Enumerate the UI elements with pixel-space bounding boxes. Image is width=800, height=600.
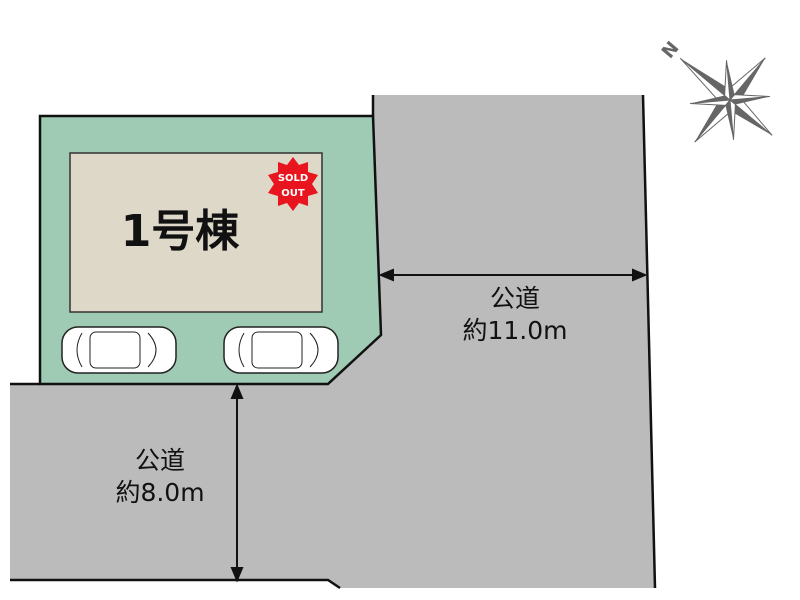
compass-icon: N [658,38,773,143]
dimension-arrow-east [378,268,648,282]
road-east-width: 約11.0m [462,316,568,345]
road-east-label: 公道 約11.0m [430,283,600,347]
road-south-name: 公道 [134,446,185,475]
compass-north-label: N [658,38,684,63]
road-south-width: 約8.0m [115,478,205,507]
car-icon [223,326,339,374]
badge-line1: SOLD [278,173,308,184]
road-south-label: 公道 約8.0m [90,445,230,509]
road [10,95,655,588]
badge-line2: OUT [281,188,305,199]
road-edge [641,94,657,589]
house-label: 1号棟 [120,206,240,257]
road-east-name: 公道 [489,284,540,313]
dimension-arrow-south [230,383,244,583]
road-edge [10,578,341,590]
car-icon [61,326,177,374]
sold-out-badge: SOLD OUT [268,157,318,211]
